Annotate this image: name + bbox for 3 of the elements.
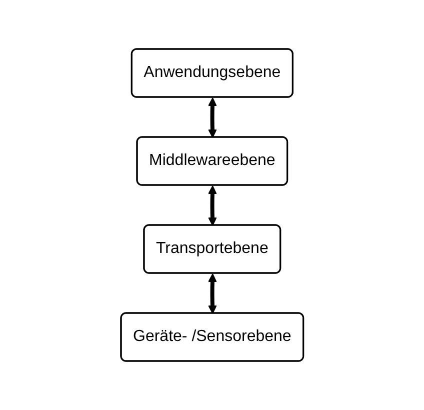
arrow (208, 186, 217, 226)
arrow (208, 274, 217, 314)
arrow (208, 98, 217, 138)
